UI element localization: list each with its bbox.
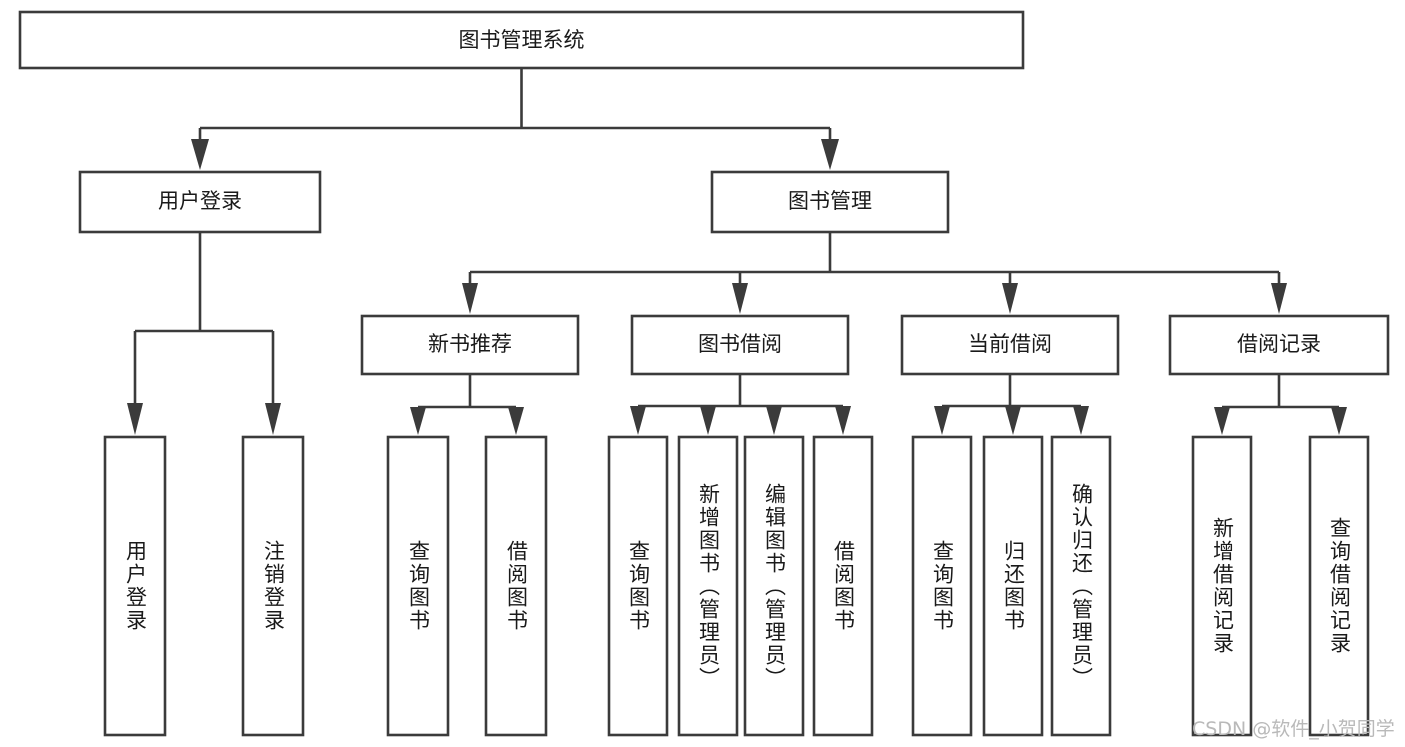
leaf-box-confirm-return-admin[interactable] — [1050, 435, 1112, 737]
node-book-borrow-box[interactable] — [630, 314, 850, 376]
arrow-head-user-login — [191, 139, 209, 170]
arrow-head-borrow-records — [1271, 283, 1287, 314]
leaf-box-user-login[interactable] — [103, 435, 167, 737]
arrow-head-book-mgmt — [821, 139, 839, 170]
leaf-label-query-book-newrec: 查询图书 — [406, 540, 431, 632]
arrow-head-leaf-user-login — [127, 403, 143, 435]
arrow-head-current-borrow — [1002, 283, 1018, 314]
node-user-login[interactable]: 用户登录 — [78, 170, 322, 234]
leaf-box-return-book[interactable] — [982, 435, 1044, 737]
leaf-label-borrow-book: 借阅图书 — [831, 540, 856, 632]
arrow-head-new-book-rec — [462, 283, 478, 314]
node-root-label: 图书管理系统 — [459, 28, 585, 52]
arrow-head-leaf-add-record — [1214, 407, 1230, 435]
leaf-box-query-book-newrec[interactable] — [386, 435, 450, 737]
leaf-label-add-borrow-record: 新增借阅记录 — [1210, 517, 1235, 655]
node-book-management-label: 图书管理 — [788, 189, 872, 213]
node-book-borrow-label: 图书借阅 — [698, 332, 782, 356]
leaf-box-borrow-book-newrec[interactable] — [484, 435, 548, 737]
arrow-head-leaf-logout-login — [265, 403, 281, 435]
leaf-box-add-book-admin[interactable] — [677, 435, 739, 737]
node-borrow-records-box[interactable] — [1168, 314, 1390, 376]
leaf-label-return-book: 归还图书 — [1001, 540, 1026, 632]
leaf-label-add-book-admin: 新增图书（管理员） — [696, 482, 721, 690]
node-borrow-records[interactable]: 借阅记录 — [1168, 314, 1390, 376]
node-current-borrow-box[interactable] — [900, 314, 1120, 376]
node-new-book-recommend[interactable]: 新书推荐 — [360, 314, 580, 376]
leaf-label-query-borrow-record: 查询借阅记录 — [1327, 517, 1352, 655]
leaf-box-query-borrow-record[interactable] — [1308, 435, 1370, 737]
arrow-head-leaf-query-book-1 — [410, 407, 426, 435]
arrow-head-leaf-return-book — [1005, 406, 1021, 435]
leaf-box-logout-login[interactable] — [241, 435, 305, 737]
arrow-head-leaf-confirm-return — [1073, 406, 1089, 435]
leaf-box-edit-book-admin[interactable] — [743, 435, 805, 737]
leaf-label-query-book-current: 查询图书 — [930, 540, 955, 632]
arrow-head-leaf-add-book — [700, 406, 716, 435]
leaf-boxes-layer — [103, 435, 1370, 737]
node-current-borrow[interactable]: 当前借阅 — [900, 314, 1120, 376]
node-root-box[interactable] — [18, 10, 1025, 70]
node-book-borrow[interactable]: 图书借阅 — [630, 314, 850, 376]
node-book-management-box[interactable] — [710, 170, 950, 234]
arrow-head-leaf-query-record — [1331, 407, 1347, 435]
leaf-box-query-book-borrow[interactable] — [607, 435, 669, 737]
arrow-head-leaf-query-book-2 — [630, 406, 646, 435]
leaf-label-borrow-book-newrec: 借阅图书 — [504, 540, 529, 632]
leaf-label-user-login: 用户登录 — [123, 540, 148, 632]
arrow-head-leaf-edit-book — [766, 406, 782, 435]
node-root[interactable]: 图书管理系统 — [18, 10, 1025, 70]
node-new-book-recommend-label: 新书推荐 — [428, 332, 512, 356]
leaf-box-borrow-book[interactable] — [812, 435, 874, 737]
node-book-management[interactable]: 图书管理 — [710, 170, 950, 234]
arrow-head-leaf-borrow-book-2 — [835, 406, 851, 435]
arrow-head-leaf-query-book-3 — [934, 406, 950, 435]
arrow-head-leaf-borrow-book-1 — [508, 407, 524, 435]
leaf-label-confirm-return-admin: 确认归还（管理员） — [1069, 482, 1094, 690]
csdn-watermark: CSDN @软件_小贺同学 — [1192, 718, 1395, 740]
leaf-label-edit-book-admin: 编辑图书（管理员） — [762, 482, 787, 690]
connectors-layer — [127, 68, 1347, 435]
node-borrow-records-label: 借阅记录 — [1237, 332, 1321, 356]
node-new-book-recommend-box[interactable] — [360, 314, 580, 376]
node-current-borrow-label: 当前借阅 — [968, 332, 1052, 356]
arrow-head-book-borrow — [732, 283, 748, 314]
leaf-label-logout-login: 注销登录 — [261, 540, 286, 632]
leaf-box-add-borrow-record[interactable] — [1191, 435, 1253, 737]
node-user-login-box[interactable] — [78, 170, 322, 234]
node-user-login-label: 用户登录 — [158, 189, 242, 213]
leaf-label-query-book-borrow: 查询图书 — [626, 540, 651, 632]
leaf-box-query-book-current[interactable] — [911, 435, 973, 737]
